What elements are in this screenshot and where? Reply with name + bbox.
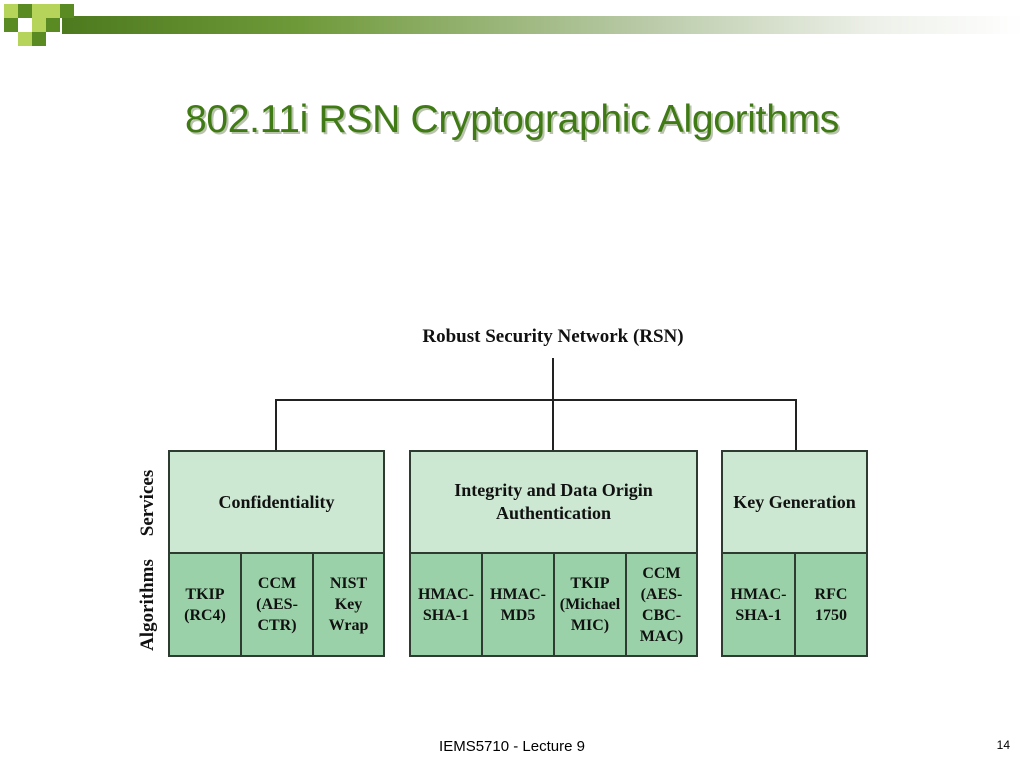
header-decoration: [0, 0, 1024, 56]
decor-square: [32, 4, 46, 18]
connector-line: [795, 399, 797, 451]
service-key-generation: Key Generation: [721, 450, 868, 554]
page-number: 14: [996, 738, 1010, 752]
algorithm-ccm-aes-ctr: CCM (AES- CTR): [240, 552, 314, 657]
algorithm-tkip-michael-mic: TKIP (Michael MIC): [553, 552, 627, 657]
row-label-services: Services: [137, 469, 158, 537]
decor-square: [18, 4, 32, 18]
algorithm-nist-key-wrap: NIST Key Wrap: [312, 552, 385, 657]
algorithm-rfc-1750: RFC 1750: [794, 552, 868, 657]
service-confidentiality: Confidentiality: [168, 450, 385, 554]
decor-square: [4, 4, 18, 18]
algorithm-hmac-md5: HMAC- MD5: [481, 552, 555, 657]
connector-line: [275, 399, 277, 451]
decor-square: [18, 32, 32, 46]
row-label-algorithms: Algorithms: [137, 559, 158, 651]
algorithm-hmac-sha1: HMAC- SHA-1: [409, 552, 483, 657]
connector-line: [275, 399, 797, 401]
algorithm-tkip-rc4: TKIP (RC4): [168, 552, 242, 657]
decor-square: [60, 4, 74, 18]
slide-footer: IEMS5710 - Lecture 9: [439, 738, 585, 755]
decor-square: [46, 4, 60, 18]
decor-square: [32, 18, 46, 32]
algorithm-ccm-aes-cbc-mac: CCM (AES- CBC- MAC): [625, 552, 698, 657]
connector-line: [552, 358, 554, 400]
slide-title: 802.11i RSN Cryptographic Algorithms: [185, 98, 839, 141]
decor-square: [4, 18, 18, 32]
header-gradient-strip: [62, 16, 1024, 34]
root-node-label: Robust Security Network (RSN): [422, 326, 684, 347]
service-integrity-authentication: Integrity and Data Origin Authentication: [409, 450, 698, 554]
connector-line: [552, 399, 554, 451]
decor-square: [46, 18, 60, 32]
algorithm-hmac-sha1-keygen: HMAC- SHA-1: [721, 552, 796, 657]
decor-square: [32, 32, 46, 46]
